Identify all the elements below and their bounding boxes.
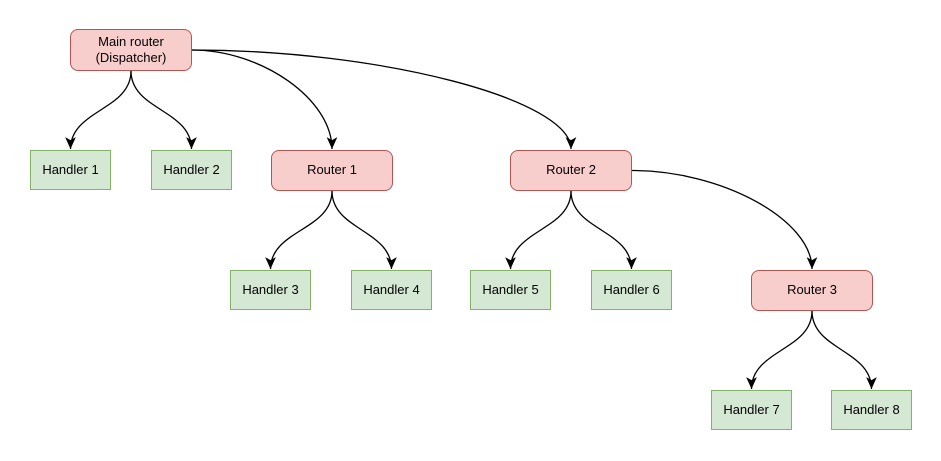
node-label: Handler 5 (482, 281, 539, 297)
edge-r2-to-h6 (570, 190, 637, 270)
edge-r2-to-r3 (631, 169, 818, 270)
edge-main-to-r1 (191, 49, 338, 150)
node-label: Handler 2 (163, 161, 220, 177)
node-label: Router 1 (307, 162, 357, 178)
edge-main-to-h2 (130, 70, 197, 150)
node-label: Handler 4 (363, 281, 420, 297)
node-label: Handler 1 (42, 161, 99, 177)
edge-r1-to-h4 (331, 190, 397, 270)
node-label: Router 2 (546, 162, 596, 178)
edge-r3-to-h8 (811, 310, 877, 390)
node-handler-5: Handler 5 (470, 270, 551, 310)
node-router-2: Router 2 (510, 150, 632, 191)
edge-main-to-r2 (191, 49, 577, 150)
node-handler-2: Handler 2 (151, 150, 232, 190)
edge-r1-to-h3 (265, 190, 333, 270)
node-router-1: Router 1 (271, 150, 393, 191)
node-label: Handler 3 (242, 281, 299, 297)
node-handler-1: Handler 1 (30, 150, 111, 190)
node-label: Handler 7 (723, 401, 780, 417)
node-label: Main router (Dispatcher) (95, 33, 167, 65)
node-label: Router 3 (787, 282, 837, 298)
node-handler-7: Handler 7 (711, 390, 792, 430)
node-handler-4: Handler 4 (351, 270, 432, 310)
node-router-3: Router 3 (751, 270, 873, 311)
edge-r2-to-h5 (505, 190, 572, 270)
edge-main-to-h1 (65, 70, 132, 150)
node-label: Handler 8 (843, 401, 900, 417)
node-handler-8: Handler 8 (831, 390, 912, 430)
node-label: Handler 6 (603, 281, 660, 297)
node-handler-3: Handler 3 (230, 270, 311, 310)
edge-r3-to-h7 (746, 310, 813, 390)
node-main-router-dispatcher: Main router (Dispatcher) (70, 29, 192, 71)
node-handler-6: Handler 6 (591, 270, 672, 310)
